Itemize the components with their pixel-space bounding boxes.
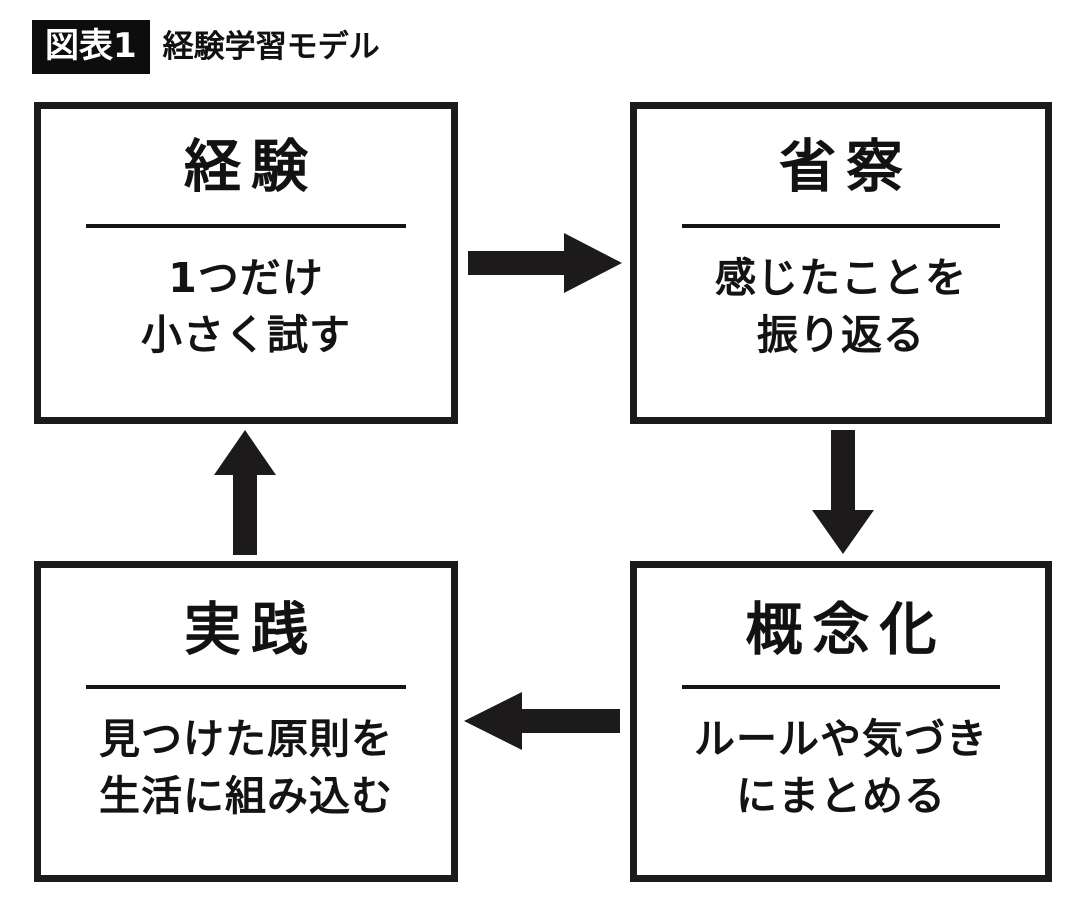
node-box-practice: 実践 見つけた原則を 生活に組み込む [34, 561, 458, 882]
node-body-line: 感じたことを [715, 254, 967, 302]
node-body-line: 生活に組み込む [99, 771, 393, 820]
node-box-experience: 経験 1つだけ 小さく試す [34, 102, 458, 424]
node-box-reflection: 省察 感じたことを 振り返る [630, 102, 1052, 424]
node-body-line: 振り返る [757, 310, 925, 359]
node-heading-reflection: 省察 [779, 134, 913, 200]
node-body-line: 見つけた原則を [99, 715, 393, 763]
arrow-left-icon [464, 692, 620, 750]
node-body-reflection: 感じたことを 振り返る [715, 250, 967, 363]
node-heading-conceptualization: 概念化 [745, 597, 947, 663]
node-body-experience: 1つだけ 小さく試す [141, 250, 351, 363]
node-divider [86, 224, 406, 228]
node-body-practice: 見つけた原則を 生活に組み込む [99, 711, 393, 824]
arrow-right-icon [468, 233, 622, 293]
node-divider [681, 685, 1001, 689]
node-body-line: にまとめる [736, 771, 946, 820]
node-body-line: 1つだけ [168, 254, 324, 302]
node-body-conceptualization: ルールや気づき にまとめる [694, 711, 988, 824]
node-divider [86, 685, 406, 689]
figure-number-badge: 図表1 [32, 20, 150, 74]
node-box-conceptualization: 概念化 ルールや気づき にまとめる [630, 561, 1052, 882]
node-body-line: 小さく試す [141, 310, 351, 359]
arrow-up-icon [214, 430, 276, 555]
node-divider [681, 224, 1001, 228]
page-title: 経験学習モデル [162, 28, 380, 65]
arrow-down-icon [812, 430, 874, 554]
node-body-line: ルールや気づき [694, 715, 988, 763]
node-heading-experience: 経験 [184, 134, 318, 200]
node-heading-practice: 実践 [184, 597, 318, 663]
figure-title-row: 図表1 経験学習モデル [32, 20, 380, 74]
